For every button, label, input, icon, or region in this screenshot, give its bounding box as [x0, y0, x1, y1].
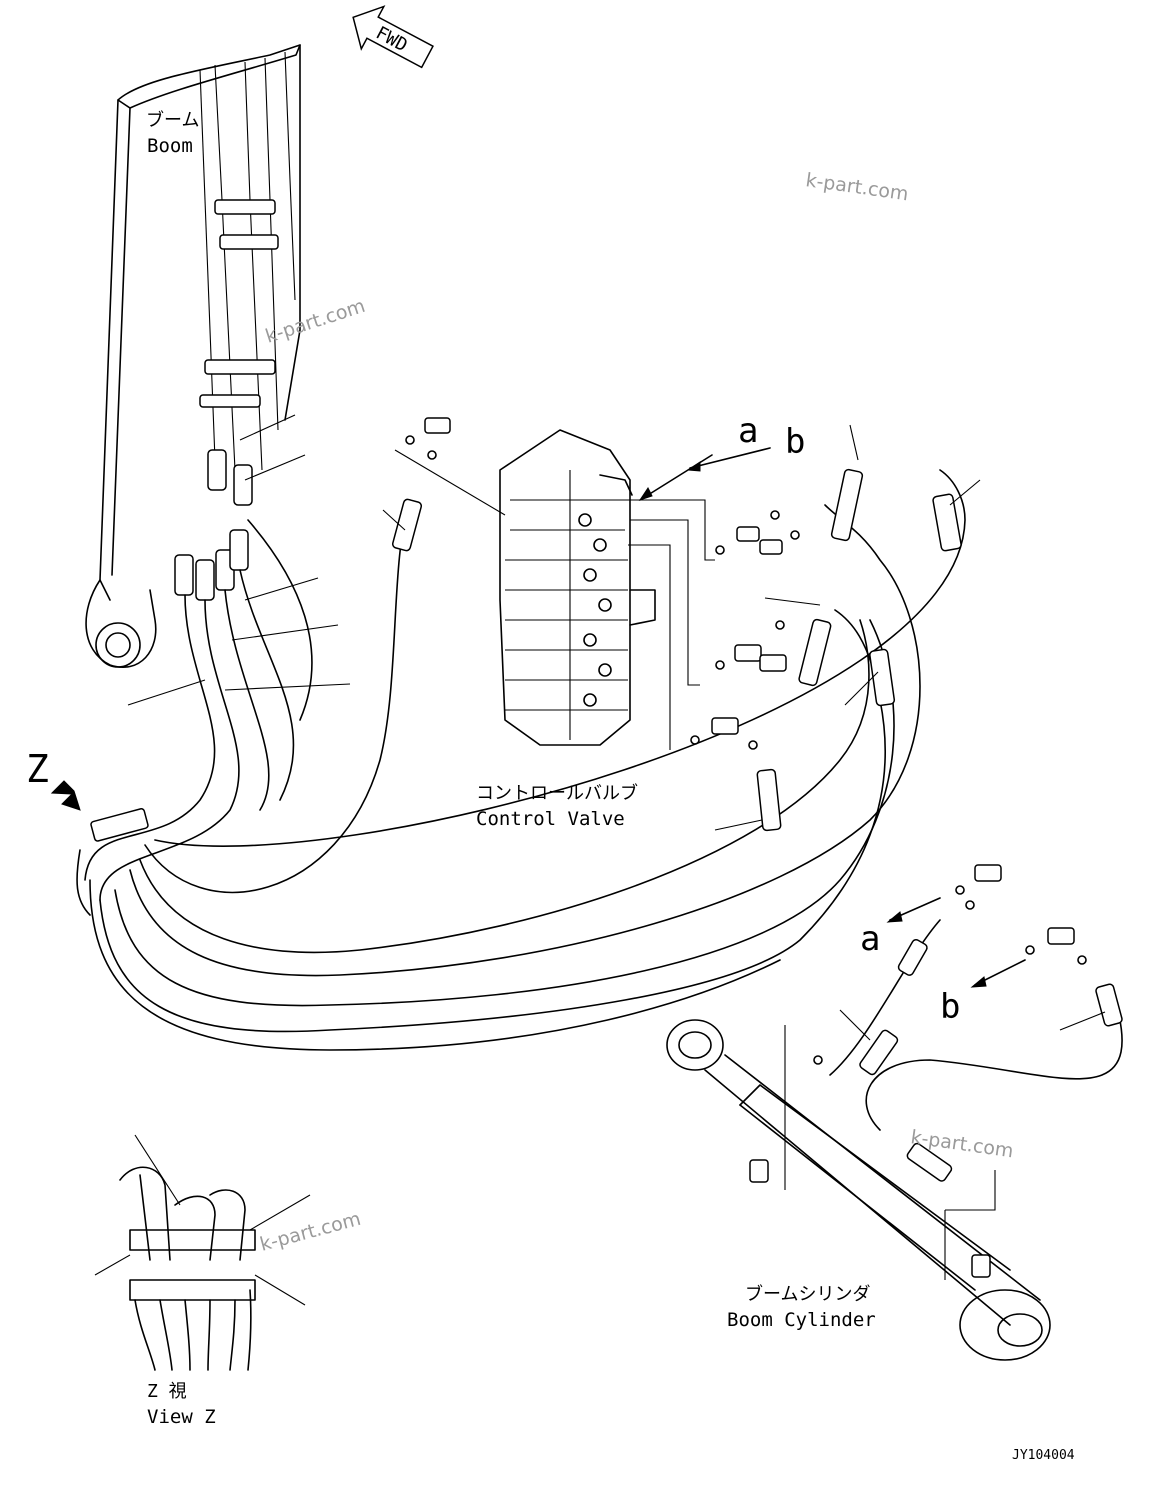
view-z-detail — [94, 1134, 311, 1371]
port-a-label-cylinder: a — [860, 919, 880, 959]
boom-label-en: Boom — [147, 135, 193, 157]
boom-cylinder-label-jp: ブームシリンダ — [745, 1283, 870, 1305]
port-b-label-valve: b — [785, 422, 805, 462]
boom-cylinder-label-en: Boom Cylinder — [727, 1309, 876, 1331]
view-z-label-jp: Z 視 — [147, 1381, 187, 1402]
port-a-label-valve: a — [738, 411, 758, 451]
control-valve-label-jp: コントロールバルブ — [476, 782, 638, 804]
control-valve-label-en: Control Valve — [476, 808, 625, 830]
port-b-label-cylinder: b — [940, 987, 960, 1027]
fittings — [127, 414, 981, 832]
fwd-direction-arrow: FWD — [352, 5, 434, 69]
view-z-label-en: View Z — [147, 1406, 216, 1428]
watermark-3: k-part.com — [258, 1208, 364, 1256]
boom-cylinder — [666, 864, 1123, 1361]
watermark-2: k-part.com — [263, 295, 368, 348]
hose-bundle — [76, 469, 966, 1051]
z-view-arrow — [50, 780, 81, 811]
boom-label-jp: ブーム — [146, 109, 199, 131]
z-letter: Z — [26, 747, 49, 791]
control-valve — [394, 429, 771, 750]
watermark-1: k-part.com — [804, 169, 910, 205]
boom-structure — [85, 44, 301, 668]
drawing-code: JY104004 — [1012, 1448, 1075, 1463]
